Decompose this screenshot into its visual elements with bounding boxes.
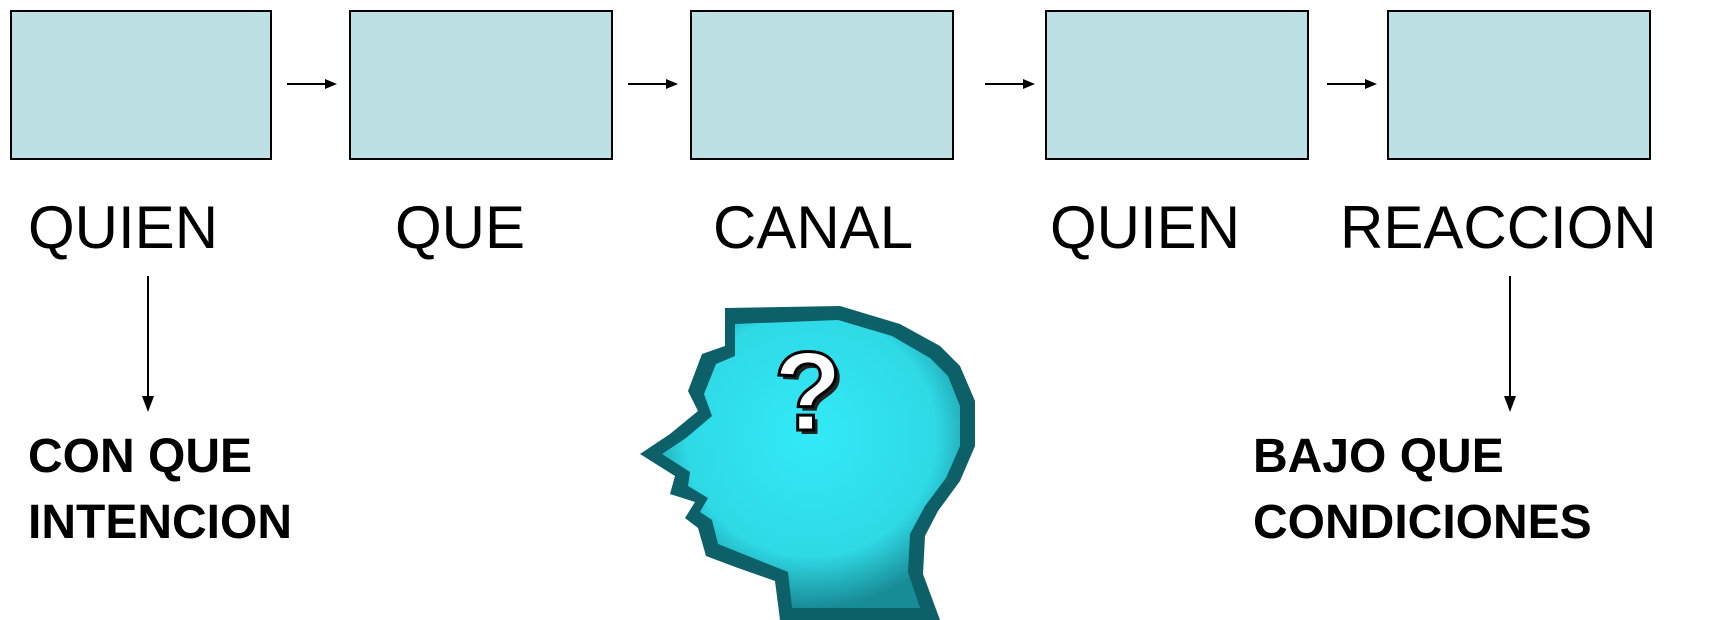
step-label-quien-2: QUIEN xyxy=(1050,194,1241,261)
step-label-quien: QUIEN xyxy=(28,194,219,261)
flow-box-reaccion xyxy=(1387,10,1651,160)
note-right-line1: BAJO QUE xyxy=(1253,430,1504,483)
flow-box-quien-2 xyxy=(1045,10,1309,160)
step-label-reaccion: REACCION xyxy=(1340,194,1657,261)
flow-box-que xyxy=(349,10,613,160)
note-left-line1: CON QUE xyxy=(28,430,253,483)
arrow-right-icon xyxy=(1327,79,1377,89)
arrow-right-icon xyxy=(628,79,678,89)
note-right-line2: CONDICIONES xyxy=(1253,496,1592,549)
step-label-canal: CANAL xyxy=(713,194,914,261)
note-con-que-intencion: CON QUE INTENCION xyxy=(28,424,292,556)
question-mark: ? xyxy=(774,329,842,454)
question-mark-shadow: ? xyxy=(778,333,846,458)
flow-box-quien xyxy=(10,10,272,160)
flow-box-canal xyxy=(690,10,954,160)
arrow-right-icon xyxy=(287,79,337,89)
head-question-icon: ? ? xyxy=(640,306,975,620)
arrow-down-icon xyxy=(1504,276,1516,412)
note-left-line2: INTENCION xyxy=(28,496,292,549)
arrow-down-icon xyxy=(142,276,154,412)
note-bajo-que-condiciones: BAJO QUE CONDICIONES xyxy=(1253,424,1592,556)
step-label-que: QUE xyxy=(395,194,526,261)
arrow-right-icon xyxy=(985,79,1035,89)
